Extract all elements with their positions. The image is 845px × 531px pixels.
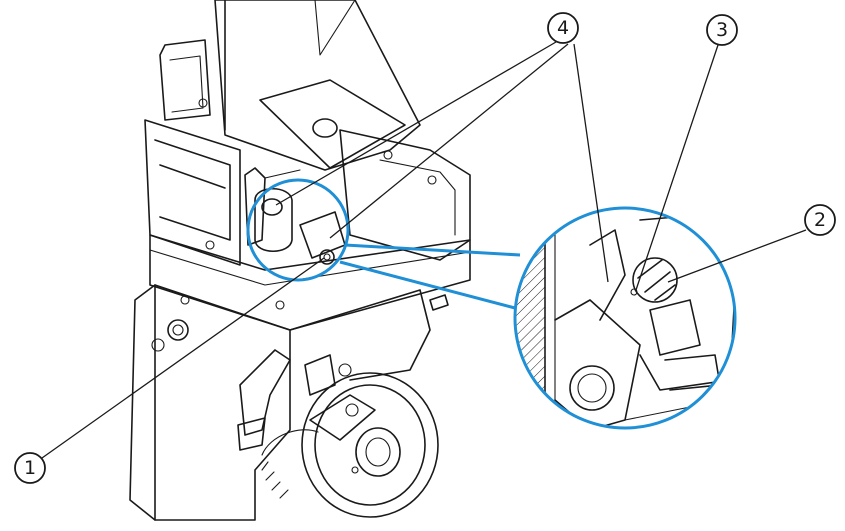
magnification-link-lower [339, 260, 516, 310]
magnification-link-upper [344, 243, 521, 257]
highlight-ring [246, 178, 350, 282]
callout-label-4: 4 [557, 17, 569, 39]
leader-lines [41, 41, 807, 459]
detail-view-border [513, 206, 737, 430]
leader-4c [573, 43, 609, 283]
leader-2 [667, 229, 807, 283]
callout-badge-4: 4 [547, 12, 579, 44]
leader-1 [41, 257, 325, 459]
callout-label-2: 2 [814, 209, 826, 231]
leader-3 [635, 44, 719, 291]
callout-label-3: 3 [716, 19, 728, 41]
callout-badge-3: 3 [706, 14, 738, 46]
screw-assembly [244, 167, 346, 265]
callout-label-1: 1 [24, 457, 36, 479]
machine-body [129, 0, 471, 521]
leader-4a [275, 41, 557, 206]
detail-view [513, 206, 737, 430]
callout-badge-1: 1 [14, 452, 46, 484]
callout-badge-2: 2 [804, 204, 836, 236]
leader-4b [329, 43, 569, 239]
